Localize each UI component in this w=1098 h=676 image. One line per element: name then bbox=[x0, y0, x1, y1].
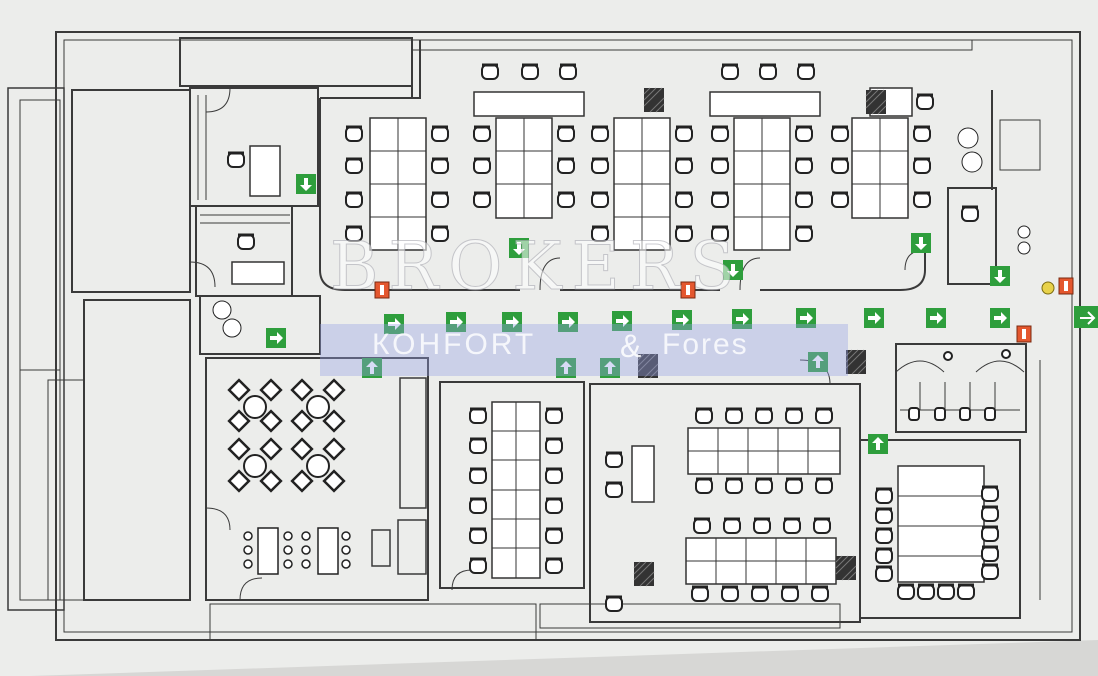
watermark-brand-left: КОНFORT bbox=[372, 328, 537, 361]
watermark-ampersand: & bbox=[620, 328, 642, 364]
watermark-brand-right: Fores bbox=[662, 328, 749, 361]
fire-extinguisher-icon bbox=[374, 277, 1074, 343]
watermark-brand-top: BROKERS bbox=[330, 228, 745, 306]
watermark-band bbox=[320, 324, 848, 376]
